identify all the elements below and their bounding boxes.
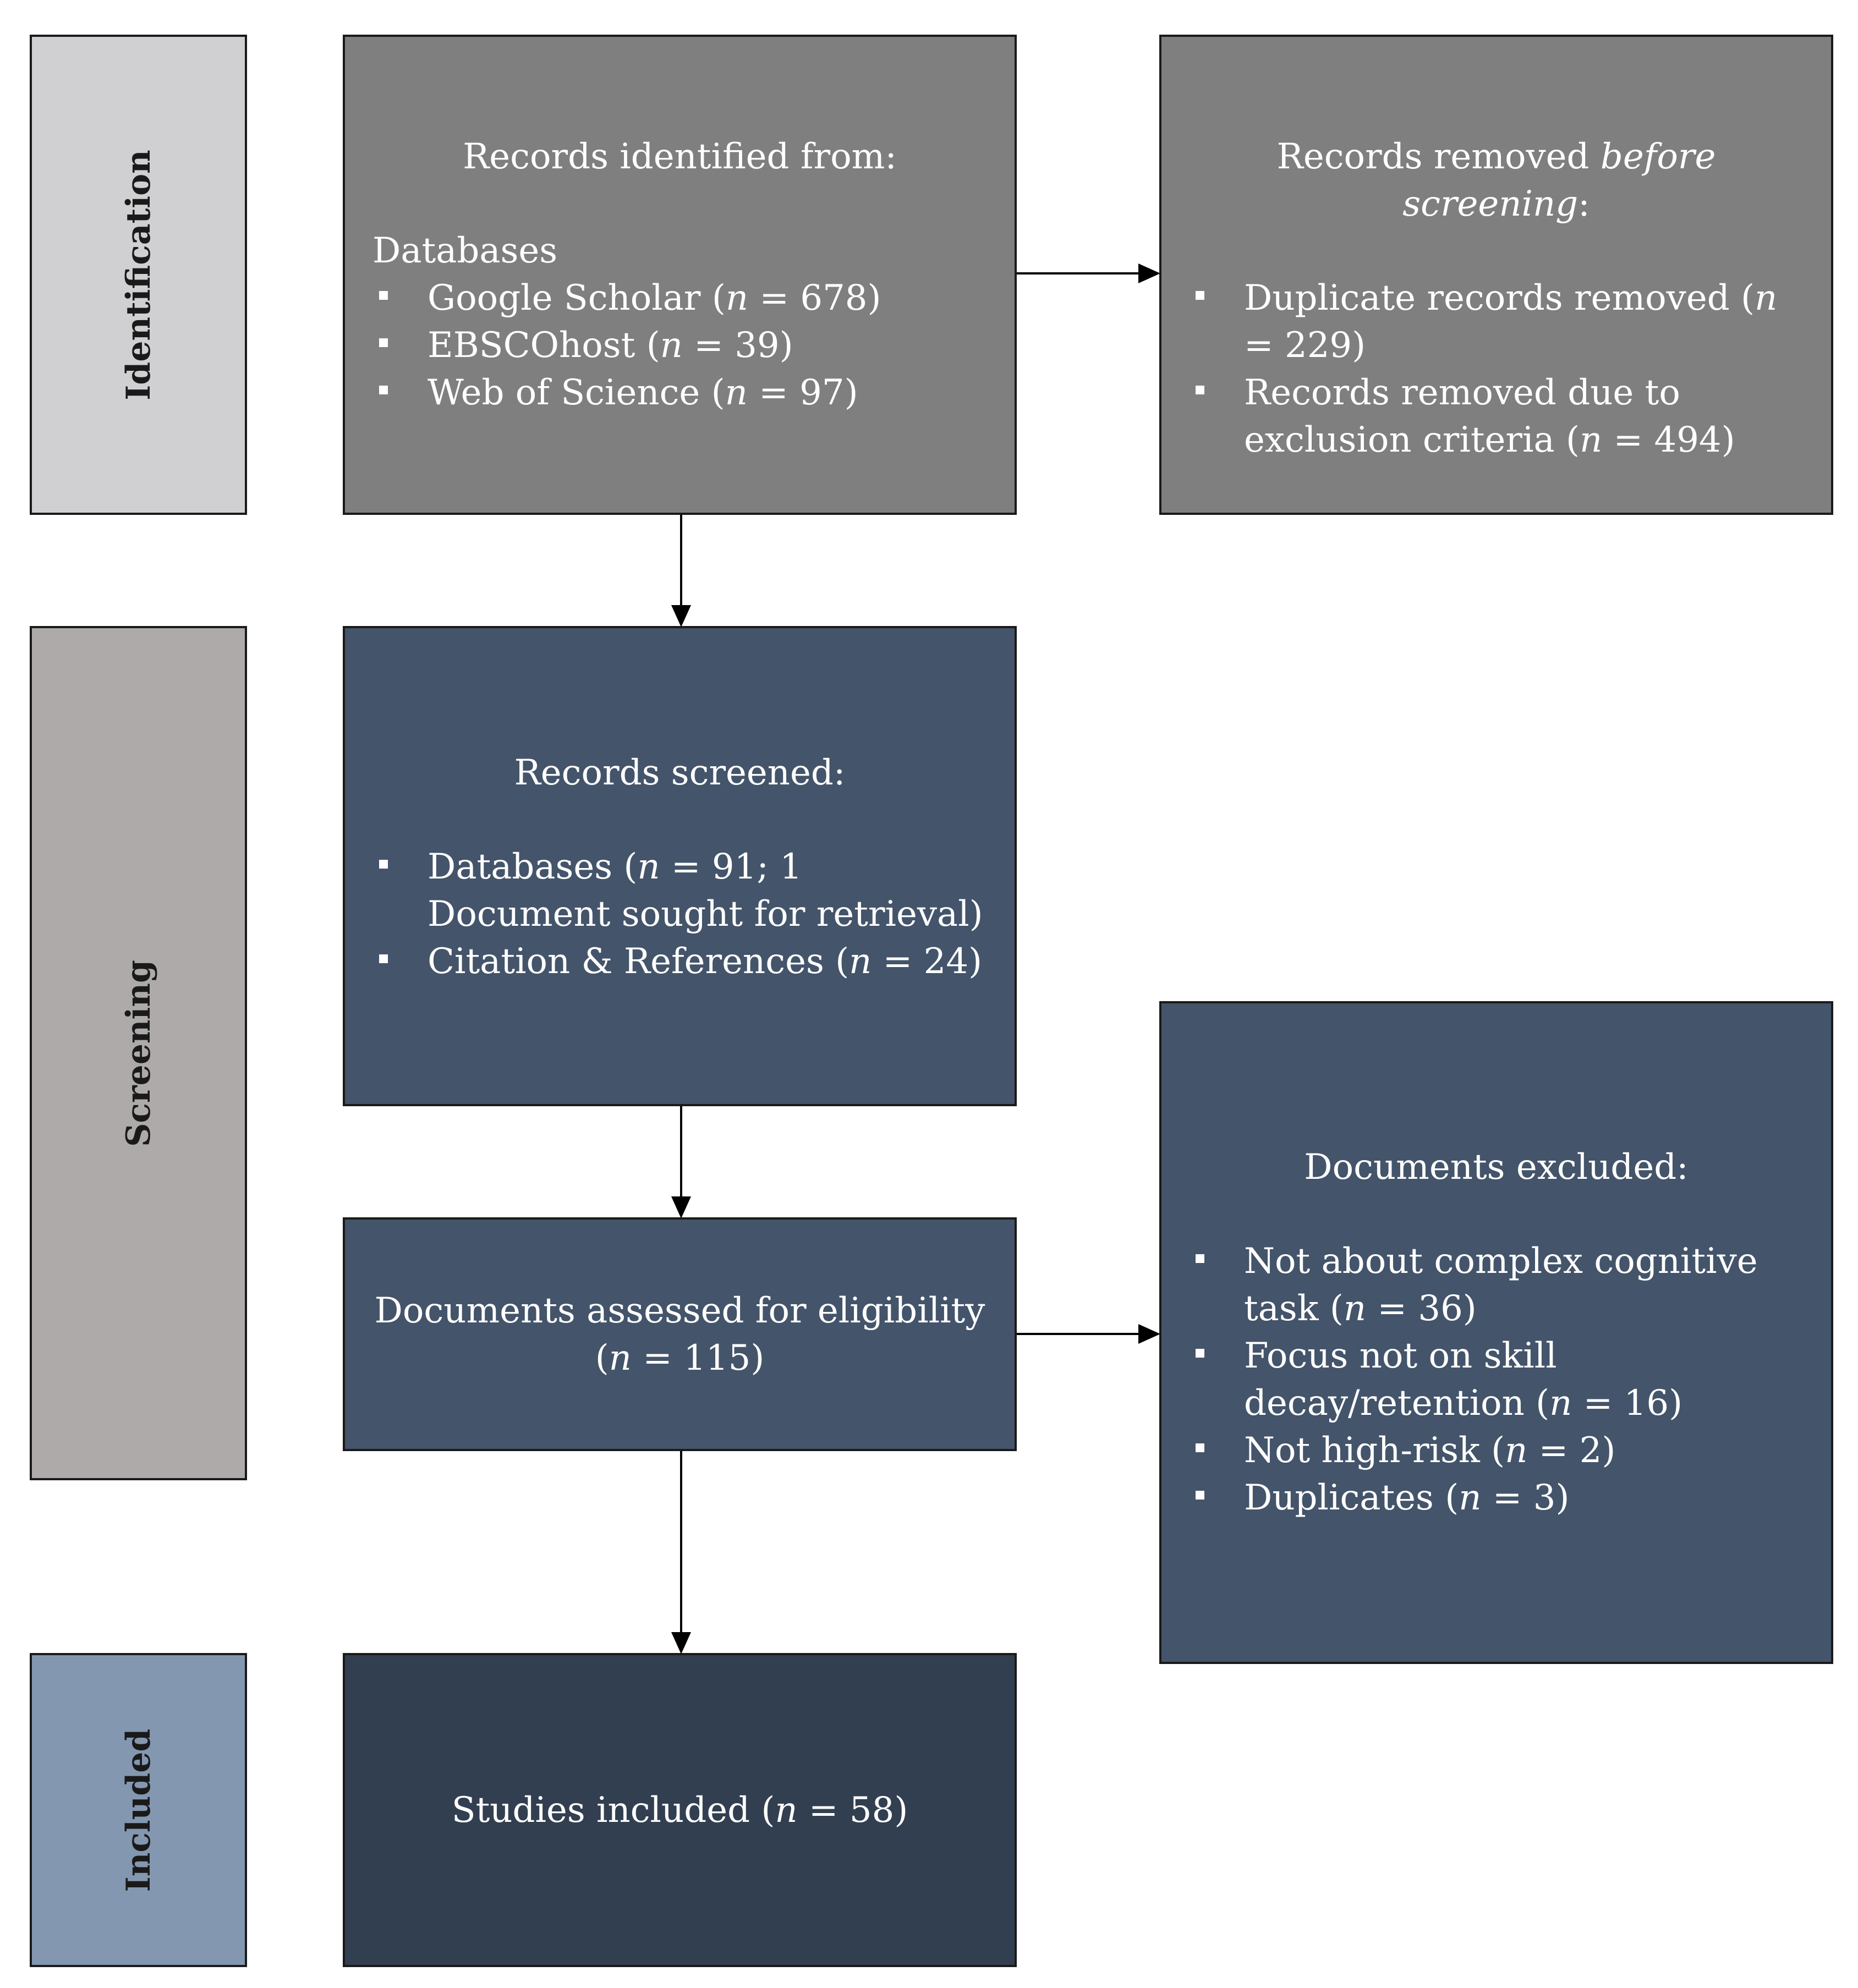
identified-list: Google Scholar (n = 678) EBSCOhost (n = … (372, 274, 987, 416)
removed-list: Duplicate records removed (n = 229) Reco… (1189, 274, 1804, 464)
list-item: Citation & References (n = 24) (372, 938, 987, 985)
studies-included-box: Studies included (n = 58) (343, 1653, 1017, 1967)
documents-excluded-title: Documents excluded: (1304, 1147, 1689, 1188)
records-identified-box: Records identified from: Databases Googl… (343, 35, 1017, 515)
excluded-list: Not about complex cognitive task (n = 36… (1189, 1238, 1804, 1522)
phase-identification: Identification (30, 35, 247, 515)
list-item: Web of Science (n = 97) (372, 369, 987, 416)
databases-heading: Databases (372, 230, 558, 271)
list-item: Not high-risk (n = 2) (1189, 1427, 1804, 1474)
studies-included-text: Studies included (n = 58) (451, 1789, 908, 1831)
list-item: Google Scholar (n = 678) (372, 274, 987, 322)
documents-excluded-box: Documents excluded: Not about complex co… (1159, 1001, 1833, 1664)
records-screened-box: Records screened: Databases (n = 91; 1 D… (343, 626, 1017, 1106)
documents-assessed-box: Documents assessed for eligibility (n = … (343, 1217, 1017, 1451)
list-item: Records removed due to exclusion criteri… (1189, 369, 1804, 464)
records-removed-box: Records removed before screening: Duplic… (1159, 35, 1833, 515)
list-item: Focus not on skill decay/retention (n = … (1189, 1332, 1804, 1427)
records-removed-title: Records removed before screening: (1276, 136, 1716, 224)
list-item: Not about complex cognitive task (n = 36… (1189, 1238, 1804, 1332)
list-item: Databases (n = 91; 1 Document sought for… (372, 843, 987, 938)
list-item: EBSCOhost (n = 39) (372, 322, 987, 369)
list-item: Duplicates (n = 3) (1189, 1474, 1804, 1522)
screened-list: Databases (n = 91; 1 Document sought for… (372, 843, 987, 985)
phase-included: Included (30, 1653, 247, 1967)
records-identified-title: Records identified from: (463, 136, 897, 177)
phase-screening: Screening (30, 626, 247, 1480)
documents-assessed-text: Documents assessed for eligibility (n = … (374, 1290, 985, 1379)
list-item: Duplicate records removed (n = 229) (1189, 274, 1804, 369)
records-screened-title: Records screened: (514, 753, 846, 793)
